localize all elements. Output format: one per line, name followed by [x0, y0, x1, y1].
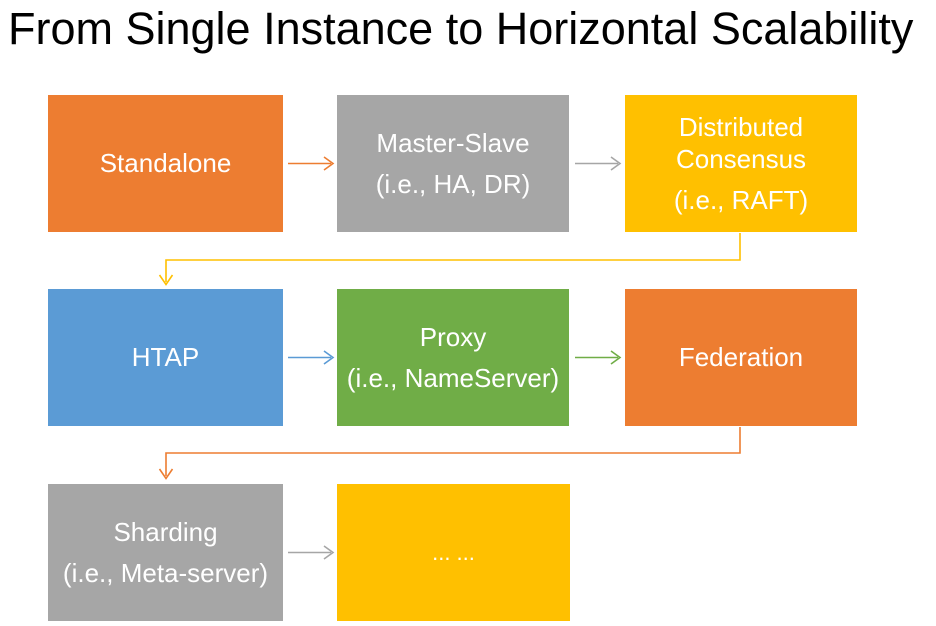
node-label: ... ... [432, 539, 475, 565]
page-title: From Single Instance to Horizontal Scala… [8, 3, 914, 54]
node-master-slave: Master-Slave (i.e., HA, DR) [337, 95, 569, 232]
node-sublabel: (i.e., HA, DR) [375, 168, 531, 199]
elbow-down-arrow-icon [158, 427, 741, 480]
right-arrow-icon [288, 350, 335, 365]
node-federation: Federation [625, 289, 857, 426]
node-sublabel: (i.e., NameServer) [346, 362, 560, 393]
node-standalone: Standalone [48, 95, 283, 232]
node-label: Federation [678, 342, 804, 373]
node-proxy: Proxy (i.e., NameServer) [337, 289, 569, 426]
right-arrow-icon [575, 350, 622, 365]
node-label: HTAP [131, 342, 200, 373]
right-arrow-icon [575, 156, 622, 171]
elbow-down-arrow-icon [158, 233, 741, 286]
node-label: Proxy [419, 322, 487, 352]
node-label: Sharding [113, 517, 218, 547]
node-distributed-consensus: Distributed Consensus (i.e., RAFT) [625, 95, 857, 232]
node-label: Master-Slave [376, 128, 530, 158]
right-arrow-icon [288, 545, 335, 560]
node-htap: HTAP [48, 289, 283, 426]
node-sharding: Sharding (i.e., Meta-server) [48, 484, 283, 621]
node-ellipsis: ... ... [337, 484, 570, 621]
right-arrow-icon [288, 156, 335, 171]
node-label: Standalone [99, 148, 232, 179]
node-label: Distributed Consensus [675, 111, 807, 175]
node-sublabel: (i.e., Meta-server) [62, 557, 269, 588]
node-sublabel: (i.e., RAFT) [673, 184, 809, 215]
